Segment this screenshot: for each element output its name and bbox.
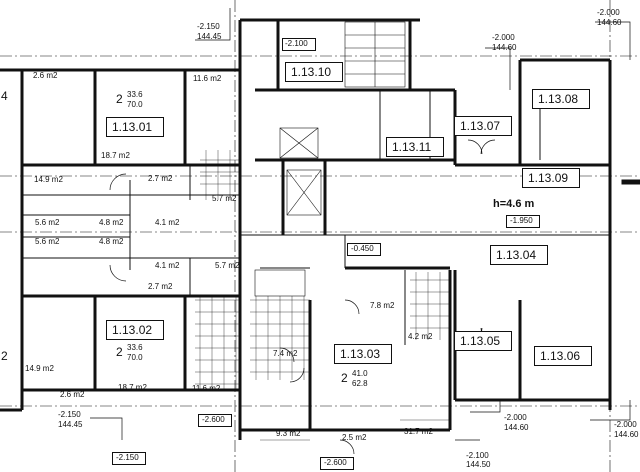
room-area: 5.7 m2 — [212, 194, 237, 203]
level-relative: -2.000 — [614, 420, 637, 429]
room-area: 5.6 m2 — [35, 237, 60, 246]
level-relative: -2.000 — [492, 33, 515, 42]
room-area: 4.8 m2 — [99, 218, 124, 227]
room-area: 4.1 m2 — [155, 218, 180, 227]
level-tag — [198, 414, 232, 427]
level-tag — [347, 243, 381, 256]
apartment-box — [490, 245, 548, 265]
room-area: 14.9 m2 — [34, 175, 63, 184]
apartment-number: 1.13.04 — [496, 248, 537, 262]
unit-total-area: 70.0 — [127, 353, 143, 362]
level-mark: -2.600 — [202, 415, 225, 424]
apartment-box — [285, 62, 343, 82]
unit-total-area: 62.8 — [352, 379, 368, 388]
apartment-number: 1.13.02 — [112, 323, 153, 337]
unit-total-area: 70.0 — [127, 100, 143, 109]
apartment-number: 1.13.10 — [291, 65, 332, 79]
apartment-box — [454, 116, 512, 136]
unit-rooms: 2 — [341, 371, 348, 385]
unit-rooms: 2 — [116, 92, 123, 106]
room-area: 4.2 m2 — [408, 332, 433, 341]
room-area: 2.6 m2 — [33, 71, 58, 80]
apartment-box — [522, 168, 580, 188]
level-mark: -0.450 — [351, 244, 374, 253]
level-mark: -2.600 — [324, 458, 347, 467]
apartment-box — [534, 346, 592, 366]
level-tag — [320, 457, 354, 470]
room-area: 5.6 m2 — [35, 218, 60, 227]
room-area: 11.6 m2 — [192, 384, 221, 393]
level-mark: -2.100 — [285, 39, 308, 48]
level-absolute: 144.45 — [58, 420, 83, 429]
apartment-box — [106, 320, 164, 340]
level-absolute: 144.45 — [197, 32, 222, 41]
unit-rooms: 2 — [116, 345, 123, 359]
unit-living-area: 33.6 — [127, 90, 143, 99]
apartment-box — [106, 117, 164, 137]
room-area: 14.9 m2 — [25, 364, 54, 373]
room-area: 7.4 m2 — [273, 349, 298, 358]
level-tag — [112, 452, 146, 465]
level-mark: -2.150 — [116, 453, 139, 462]
apartment-number: 1.13.05 — [460, 334, 501, 348]
level-relative: -2.150 — [197, 22, 220, 31]
level-relative: -2.000 — [504, 413, 527, 422]
apartment-box — [454, 331, 512, 351]
level-relative: -2.100 — [466, 451, 489, 460]
room-area: 2.7 m2 — [148, 282, 173, 291]
level-absolute: 144.60 — [492, 43, 517, 52]
level-relative: -2.000 — [597, 8, 620, 17]
apartment-number: 1.13.06 — [540, 349, 581, 363]
level-relative: -2.150 — [58, 410, 81, 419]
apartment-box — [532, 89, 590, 109]
apartment-number: 1.13.07 — [460, 119, 501, 133]
level-absolute: 144.50 — [466, 460, 491, 469]
level-absolute: 144.60 — [614, 430, 639, 439]
unit-living-area: 41.0 — [352, 369, 368, 378]
level-absolute: 144.60 — [504, 423, 529, 432]
edge-mark: 4 — [1, 89, 8, 103]
room-area: 2.7 m2 — [148, 174, 173, 183]
room-area: 31.7 m2 — [404, 427, 433, 436]
room-area: 4.8 m2 — [99, 237, 124, 246]
ceiling-height-note: h=4.6 m — [493, 198, 535, 210]
apartment-box — [386, 137, 444, 157]
room-area: 2.6 m2 — [60, 390, 85, 399]
level-mark: -1.950 — [510, 216, 533, 225]
level-tag — [506, 215, 540, 228]
room-area: 18.7 m2 — [118, 383, 147, 392]
apartment-number: 1.13.09 — [528, 171, 569, 185]
room-area: 11.6 m2 — [193, 74, 222, 83]
edge-mark: 2 — [1, 349, 8, 363]
apartment-box — [334, 344, 392, 364]
level-absolute: 144.60 — [597, 18, 622, 27]
apartment-number: 1.13.11 — [392, 140, 432, 154]
apartment-number: 1.13.01 — [112, 120, 153, 134]
level-tag — [282, 38, 316, 51]
unit-living-area: 33.6 — [127, 343, 143, 352]
room-area: 7.8 m2 — [370, 301, 395, 310]
room-area: 4.1 m2 — [155, 261, 180, 270]
room-area: 18.7 m2 — [101, 151, 130, 160]
apartment-number: 1.13.08 — [538, 92, 579, 106]
room-area: 9.3 m2 — [276, 429, 301, 438]
room-area: 2.5 m2 — [342, 433, 367, 442]
room-area: 5.7 m2 — [215, 261, 240, 270]
apartment-number: 1.13.03 — [340, 347, 381, 361]
